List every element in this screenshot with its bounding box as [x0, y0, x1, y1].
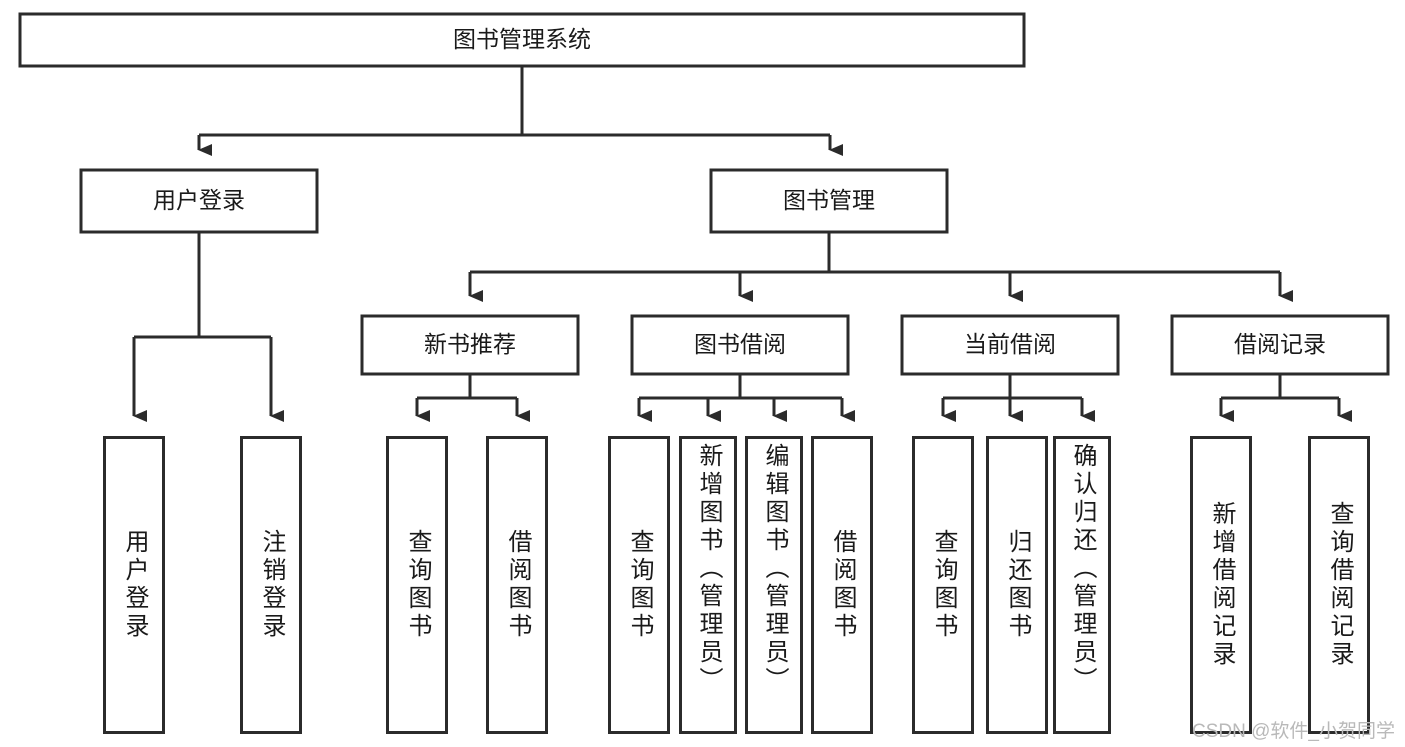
node-leaf-edit-book[interactable]: 编辑图书（管理员） — [745, 436, 803, 734]
leaf-add-book-label: 新增图书（管理员） — [695, 443, 722, 695]
node-leaf-add-book[interactable]: 新增图书（管理员） — [679, 436, 737, 734]
node-book-manage[interactable]: 图书管理 — [709, 168, 949, 234]
node-user-login[interactable]: 用户登录 — [79, 168, 319, 234]
root-label: 图书管理系统 — [453, 26, 591, 52]
node-borrow-record[interactable]: 借阅记录 — [1170, 314, 1390, 376]
leaf-confirm-return-label: 确认归还（管理员） — [1069, 443, 1096, 695]
edge-group-user-login — [132, 232, 284, 422]
edge-group-borrow-record — [1219, 374, 1352, 422]
root-box[interactable] — [18, 12, 1026, 68]
leaf-user-login-label: 用户登录 — [121, 529, 148, 641]
edge-group-current-borrow — [941, 374, 1095, 422]
node-leaf-query-book-1[interactable]: 查询图书 — [386, 436, 448, 734]
edge-group-book-borrow — [637, 374, 855, 422]
borrow-record-label: 借阅记录 — [1234, 331, 1326, 357]
node-leaf-user-logout[interactable]: 注销登录 — [240, 436, 302, 734]
book-borrow-box[interactable] — [630, 314, 850, 376]
node-leaf-query-book-2[interactable]: 查询图书 — [608, 436, 670, 734]
node-new-book-rec[interactable]: 新书推荐 — [360, 314, 580, 376]
node-book-borrow[interactable]: 图书借阅 — [630, 314, 850, 376]
leaf-return-book-label: 归还图书 — [1004, 529, 1031, 641]
leaf-borrow-book-2-label: 借阅图书 — [829, 529, 856, 641]
leaf-query-book-1-label: 查询图书 — [404, 529, 431, 641]
edge-group-book-manage — [468, 232, 1293, 302]
node-leaf-return-book[interactable]: 归还图书 — [986, 436, 1048, 734]
book-borrow-label: 图书借阅 — [694, 331, 786, 357]
node-leaf-query-record[interactable]: 查询借阅记录 — [1308, 436, 1370, 734]
edge-group-root — [197, 66, 843, 156]
edge-group-new-book-rec — [415, 374, 530, 422]
leaf-add-record-label: 新增借阅记录 — [1208, 501, 1235, 669]
leaf-edit-book-label: 编辑图书（管理员） — [761, 443, 788, 695]
node-leaf-borrow-book-2[interactable]: 借阅图书 — [811, 436, 873, 734]
leaf-query-record-label: 查询借阅记录 — [1326, 501, 1353, 669]
leaf-user-logout-label: 注销登录 — [258, 529, 285, 641]
book-manage-label: 图书管理 — [783, 187, 875, 213]
leaf-borrow-book-1-label: 借阅图书 — [504, 529, 531, 641]
node-current-borrow[interactable]: 当前借阅 — [900, 314, 1120, 376]
current-borrow-label: 当前借阅 — [964, 331, 1056, 357]
node-leaf-add-record[interactable]: 新增借阅记录 — [1190, 436, 1252, 734]
user-login-box[interactable] — [79, 168, 319, 234]
new-book-rec-label: 新书推荐 — [424, 331, 516, 357]
leaf-query-book-3-label: 查询图书 — [930, 529, 957, 641]
node-leaf-confirm-return[interactable]: 确认归还（管理员） — [1053, 436, 1111, 734]
node-leaf-borrow-book-1[interactable]: 借阅图书 — [486, 436, 548, 734]
node-leaf-user-login[interactable]: 用户登录 — [103, 436, 165, 734]
borrow-record-box[interactable] — [1170, 314, 1390, 376]
node-leaf-query-book-3[interactable]: 查询图书 — [912, 436, 974, 734]
node-root[interactable]: 图书管理系统 — [18, 12, 1026, 68]
user-login-label: 用户登录 — [153, 187, 245, 213]
leaf-query-book-2-label: 查询图书 — [626, 529, 653, 641]
current-borrow-box[interactable] — [900, 314, 1120, 376]
book-manage-box[interactable] — [709, 168, 949, 234]
new-book-rec-box[interactable] — [360, 314, 580, 376]
